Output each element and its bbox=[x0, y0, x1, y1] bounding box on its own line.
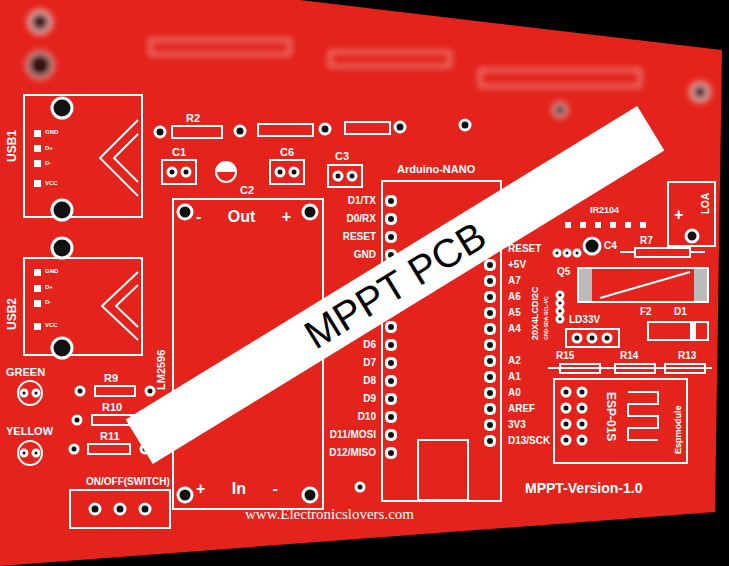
silkscreen-label: A6 bbox=[508, 291, 521, 303]
silkscreen-label: GREEN bbox=[6, 366, 45, 379]
silkscreen-label: R9 bbox=[104, 372, 118, 385]
silkscreen-label: D6 bbox=[363, 339, 376, 351]
component-label: + In - bbox=[196, 480, 278, 498]
silkscreen-label: D+ bbox=[45, 284, 53, 291]
silkscreen-label: A1 bbox=[508, 371, 521, 383]
silkscreen-label: VCC bbox=[45, 322, 58, 329]
silkscreen-label: IR2104 bbox=[590, 205, 619, 215]
component-label: - Out + bbox=[196, 208, 291, 226]
silkscreen-label: + bbox=[674, 206, 683, 224]
silkscreen-label: F2 bbox=[640, 306, 652, 318]
silkscreen-label: D1/TX bbox=[348, 195, 376, 207]
silkscreen-label: C1 bbox=[172, 146, 186, 159]
regulator-outline: LD33V bbox=[565, 328, 620, 348]
nano-left-header bbox=[383, 192, 399, 462]
silkscreen-label: GND-SDA-SCL-VC bbox=[544, 296, 550, 340]
title-text: MPPT PCB bbox=[296, 212, 494, 358]
silkscreen-label: C4 bbox=[604, 240, 617, 252]
silkscreen-label: ON/OFF(SWITCH) bbox=[86, 476, 170, 488]
component-label: ESP-01S bbox=[603, 392, 617, 441]
capacitor-polarity bbox=[216, 162, 236, 172]
component-label: Arduino-NANO bbox=[397, 163, 475, 176]
silkscreen-label: GND bbox=[354, 249, 376, 261]
title-band: MPPT PCB bbox=[126, 106, 665, 464]
silkscreen-label: A2 bbox=[508, 355, 521, 367]
silkscreen-label: D12/MISO bbox=[329, 447, 376, 459]
diode-band bbox=[690, 323, 696, 339]
pads bbox=[21, 98, 698, 514]
blurred-components bbox=[27, 11, 709, 117]
silkscreen-label: A5 bbox=[508, 307, 521, 319]
silkscreen-label: 20X4LCDI2C bbox=[530, 286, 540, 340]
silkscreen-label: D11/MOSI bbox=[330, 429, 376, 441]
silkscreen-label: +5V bbox=[508, 259, 526, 271]
silkscreen-label: R10 bbox=[102, 401, 122, 414]
silkscreen-label: D- bbox=[45, 160, 51, 167]
silkscreen-label: A0 bbox=[508, 387, 521, 399]
silkscreen-label: MPPT-Version-1.0 bbox=[525, 480, 642, 496]
silkscreen-label: R2 bbox=[186, 112, 200, 125]
silkscreen-label: LOA bbox=[700, 193, 712, 214]
silkscreen-label: D0/RX bbox=[347, 213, 376, 225]
silkscreen-label: D+ bbox=[45, 145, 53, 152]
silkscreen-label: A7 bbox=[508, 275, 521, 287]
silkscreen-label: D9 bbox=[363, 393, 376, 405]
silkscreen-label: RESET bbox=[343, 231, 376, 243]
fuse-caps bbox=[579, 269, 707, 301]
silkscreen-label: GND bbox=[45, 268, 58, 275]
component-label: LD33V bbox=[569, 314, 600, 326]
silkscreen-label: R14 bbox=[620, 350, 638, 362]
silkscreen-label: D13/SCK bbox=[508, 435, 550, 447]
esp-module-outline: ESP-01S Espmodule bbox=[553, 378, 688, 464]
silkscreen-label: C2 bbox=[240, 184, 254, 197]
silkscreen-label: Q5 bbox=[557, 266, 570, 278]
silkscreen-label: GND bbox=[45, 129, 58, 136]
silkscreen-label: www.Electronicslovers.com bbox=[245, 506, 414, 523]
silkscreen-label: D10 bbox=[358, 411, 376, 423]
silkscreen-label: USB1 bbox=[6, 130, 20, 162]
silkscreen-label: R11 bbox=[100, 430, 120, 443]
silkscreen-label: D1 bbox=[674, 306, 687, 318]
silkscreen-label: C6 bbox=[280, 146, 294, 159]
silkscreen-label: R7 bbox=[640, 235, 653, 247]
silkscreen-label: YELLOW bbox=[6, 425, 53, 438]
silkscreen-label: USB2 bbox=[6, 298, 20, 330]
silkscreen-label: VCC bbox=[45, 180, 58, 187]
silkscreen-label: R15 bbox=[556, 350, 574, 362]
silkscreen-label: D- bbox=[45, 299, 51, 306]
component-label: Espmodule bbox=[673, 405, 683, 454]
silkscreen-label: R13 bbox=[678, 350, 696, 362]
silkscreen-label: 3V3 bbox=[508, 419, 526, 431]
silkscreen-label: D8 bbox=[363, 375, 376, 387]
silkscreen-label: C3 bbox=[335, 150, 349, 163]
silkscreen-outlines bbox=[18, 95, 715, 528]
silkscreen-label: D7 bbox=[363, 357, 376, 369]
silkscreen-label: A4 bbox=[508, 323, 521, 335]
component-label: LM2596 bbox=[155, 350, 168, 390]
silkscreen-label: RESET bbox=[508, 243, 541, 255]
silkscreen-label: AREF bbox=[508, 403, 535, 415]
